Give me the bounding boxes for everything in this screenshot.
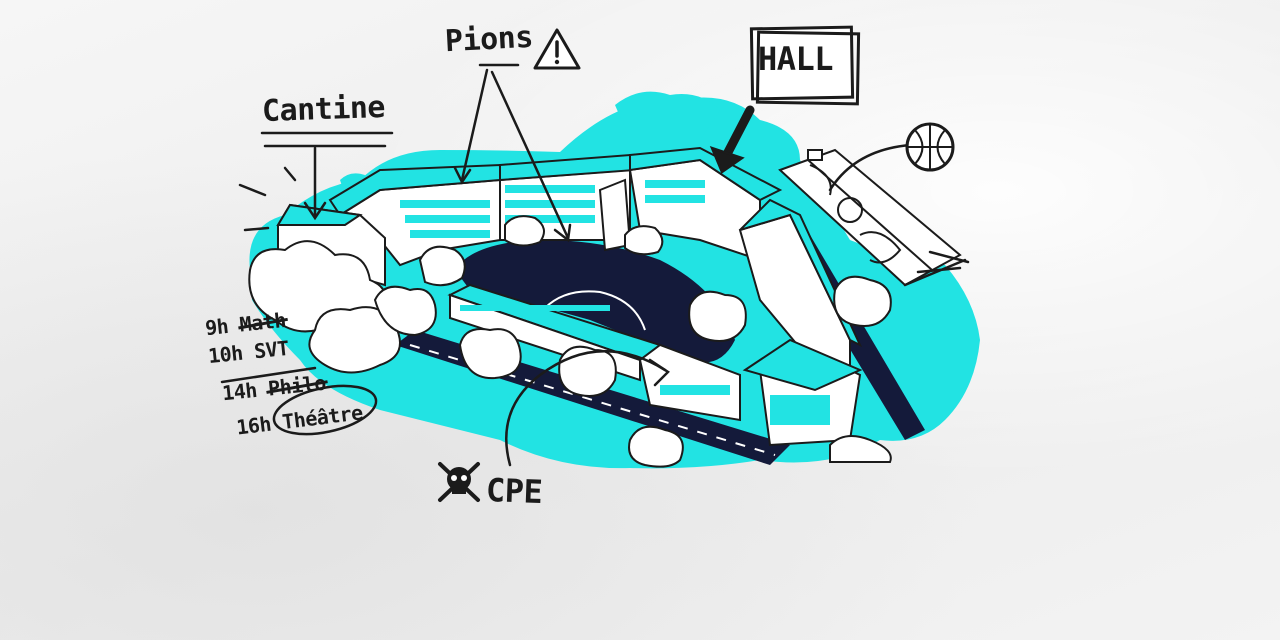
pions-arrow-left bbox=[460, 68, 489, 182]
ball-trajectory bbox=[828, 143, 912, 192]
pions-arrow-right bbox=[490, 70, 570, 240]
courtyard bbox=[455, 239, 735, 363]
hall-label: HALL bbox=[758, 40, 834, 78]
basketball-court bbox=[778, 148, 962, 287]
schedule-time: 10h bbox=[206, 340, 244, 369]
cantine-label: Cantine bbox=[261, 89, 386, 130]
warning-icon bbox=[533, 28, 581, 70]
hall-sign bbox=[749, 25, 861, 106]
skull-crossbones-icon bbox=[438, 462, 480, 502]
schedule-subject: Math bbox=[238, 307, 287, 337]
annotations bbox=[220, 63, 970, 467]
windows bbox=[400, 180, 830, 425]
cpe-arrow bbox=[505, 350, 667, 467]
pions-label: Pions bbox=[444, 19, 534, 60]
schedule-time: 14h bbox=[221, 377, 258, 406]
schedule-time: 16h bbox=[235, 411, 273, 440]
schedule-time: 9h bbox=[203, 313, 230, 341]
schedule-subject: SVT bbox=[252, 335, 290, 364]
cpe-label: CPE bbox=[485, 471, 543, 511]
basketball-icon bbox=[905, 122, 955, 172]
hall-arrow bbox=[720, 105, 755, 163]
